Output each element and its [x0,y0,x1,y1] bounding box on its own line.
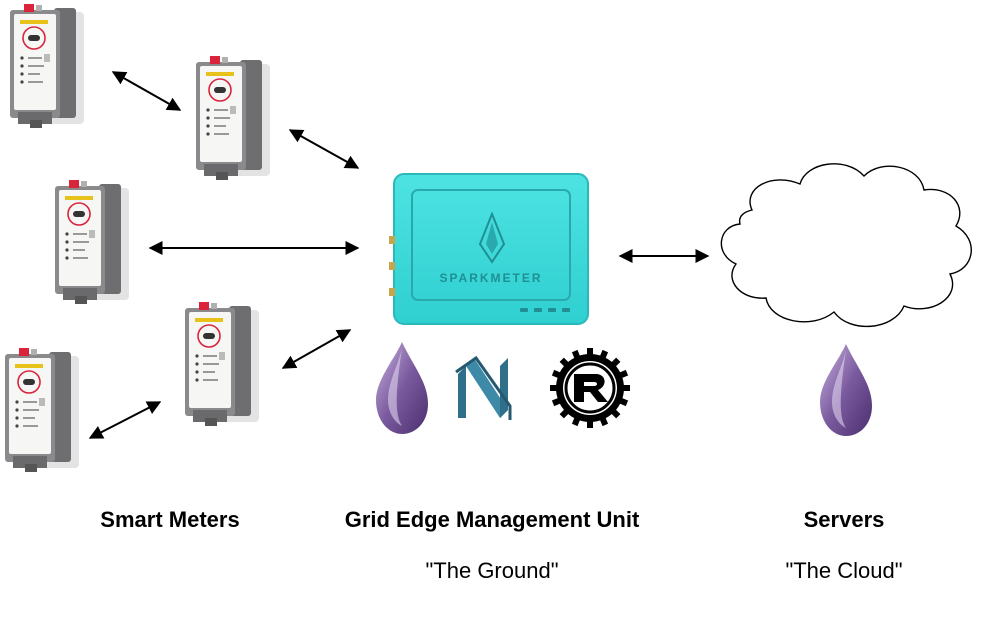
gmu-brand-text: SPARKMETER [439,271,542,285]
smart-meter-1 [9,3,85,129]
gmu-sublabel: "The Ground" [425,558,559,583]
elixir-icon [376,342,428,434]
smart-meter-5 [4,347,80,473]
smart-meter-3 [54,179,130,305]
smart-meters-label: Smart Meters [100,507,240,532]
link-meter1-meter2 [111,71,182,111]
elixir-icon-cloud [820,344,872,436]
rust-icon [550,348,630,428]
smart-meter-4 [184,301,260,427]
gmu-label: Grid Edge Management Unit [344,507,640,532]
servers-sublabel: "The Cloud" [785,558,903,583]
servers-label: Servers [803,507,885,532]
nerves-icon [455,355,512,420]
link-meter4-gmu [281,329,352,369]
link-meter5-meter4 [88,401,162,439]
smart-meter-2 [195,55,271,181]
gmu-device: SPARKMETER [389,173,589,325]
link-meter2-gmu [288,129,360,169]
cloud-icon [720,163,972,328]
sparkmeter-logo-icon [478,211,506,264]
